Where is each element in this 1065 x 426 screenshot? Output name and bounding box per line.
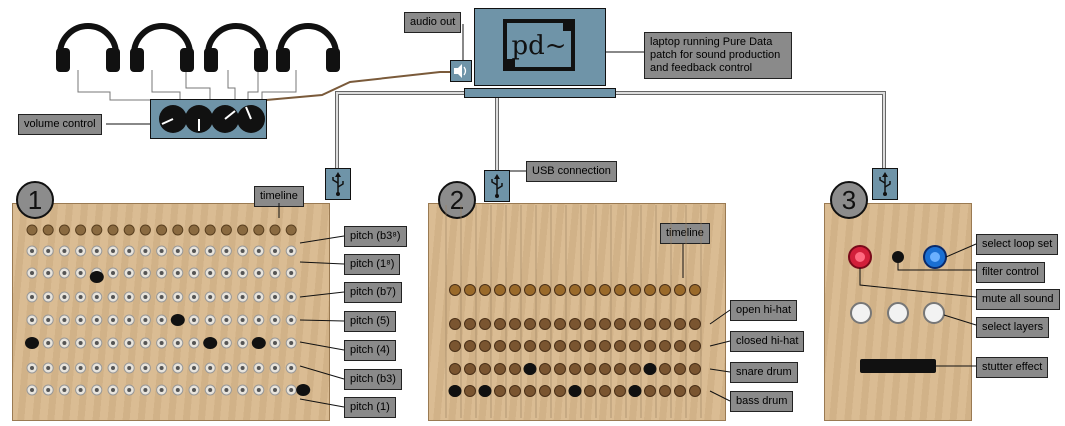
pd-logo-corner	[563, 19, 575, 31]
volume-control-label: volume control	[18, 114, 102, 135]
pitch-label: pitch (b3)	[344, 369, 402, 390]
pitch-label: pitch (b3⁸)	[344, 226, 407, 247]
knob-icon	[237, 105, 265, 133]
pd-logo: pd~	[503, 19, 575, 71]
usb-connection-label: USB connection	[526, 161, 617, 182]
knob-group	[159, 105, 265, 133]
pd-logo-corner	[503, 59, 515, 71]
pitch-label: pitch (1⁸)	[344, 254, 401, 275]
control-label: select loop set	[976, 234, 1059, 255]
drum-label: snare drum	[730, 362, 798, 383]
control-label: mute all sound	[976, 289, 1060, 310]
speaker-box	[450, 60, 472, 82]
laptop-screen: pd~	[474, 8, 606, 86]
drum-label: open hi-hat	[730, 300, 798, 321]
control-label: select layers	[976, 317, 1050, 338]
drum-label: closed hi-hat	[730, 331, 805, 352]
knob-icon	[159, 105, 187, 133]
stutter-strip	[860, 359, 936, 373]
timeline-label-1: timeline	[254, 186, 304, 207]
laptop-description-label: laptop running Pure Data patch for sound…	[644, 32, 792, 79]
speaker-icon	[454, 64, 467, 78]
usb-icon	[872, 168, 898, 200]
laptop-base	[464, 88, 616, 98]
timeline-label-2: timeline	[660, 223, 710, 244]
board-3	[824, 203, 972, 421]
control-label: filter control	[976, 262, 1045, 283]
usb-icon	[484, 170, 510, 202]
pitch-label: pitch (4)	[344, 340, 396, 361]
pitch-label: pitch (b7)	[344, 282, 402, 303]
knob-icon	[185, 105, 213, 133]
board-1	[12, 203, 330, 421]
volume-box	[150, 99, 267, 139]
pd-logo-text: pd~	[511, 31, 567, 61]
knob-icon	[211, 105, 239, 133]
board-number-2: 2	[438, 181, 476, 219]
pitch-label: pitch (5)	[344, 311, 396, 332]
board-number-3: 3	[830, 181, 868, 219]
control-label: stutter effect	[976, 357, 1049, 378]
audio-out-label: audio out	[404, 12, 462, 33]
pitch-label: pitch (1)	[344, 397, 396, 418]
board-number-1: 1	[16, 181, 54, 219]
drum-label: bass drum	[730, 391, 794, 412]
usb-icon	[325, 168, 351, 200]
